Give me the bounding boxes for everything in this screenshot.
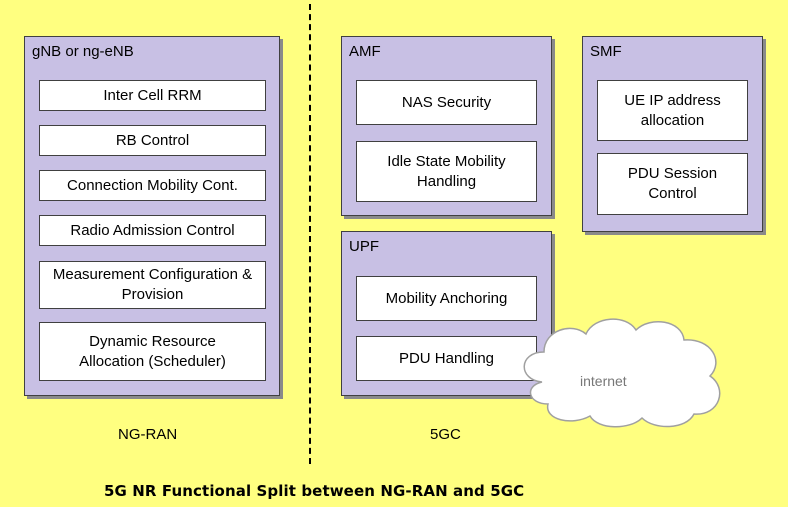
cloud-icon xyxy=(523,318,721,428)
amf-title: AMF xyxy=(349,43,381,60)
internet-label: internet xyxy=(580,373,627,389)
function-pdu-handling: PDU Handling xyxy=(356,336,537,381)
function-idle-state-mobility: Idle State Mobility Handling xyxy=(356,141,537,202)
function-ue-ip-allocation: UE IP address allocation xyxy=(597,80,748,141)
function-mobility-anchoring: Mobility Anchoring xyxy=(356,276,537,321)
5gc-label: 5GC xyxy=(430,426,461,443)
function-rb-control: RB Control xyxy=(39,125,266,156)
internet-cloud xyxy=(514,312,730,430)
function-inter-cell-rrm: Inter Cell RRM xyxy=(39,80,266,111)
upf-title: UPF xyxy=(349,238,379,255)
function-nas-security: NAS Security xyxy=(356,80,537,125)
ng-ran-label: NG-RAN xyxy=(118,426,178,443)
ran-core-divider xyxy=(309,4,311,464)
diagram-caption: 5G NR Functional Split between NG-RAN an… xyxy=(104,482,525,500)
function-connection-mobility: Connection Mobility Cont. xyxy=(39,170,266,201)
smf-title: SMF xyxy=(590,43,622,60)
function-radio-admission: Radio Admission Control xyxy=(39,215,266,246)
function-dynamic-resource: Dynamic Resource Allocation (Scheduler) xyxy=(39,322,266,381)
function-pdu-session-control: PDU Session Control xyxy=(597,153,748,215)
gnb-title: gNB or ng-eNB xyxy=(32,43,134,60)
function-measurement-config: Measurement Configuration & Provision xyxy=(39,261,266,309)
